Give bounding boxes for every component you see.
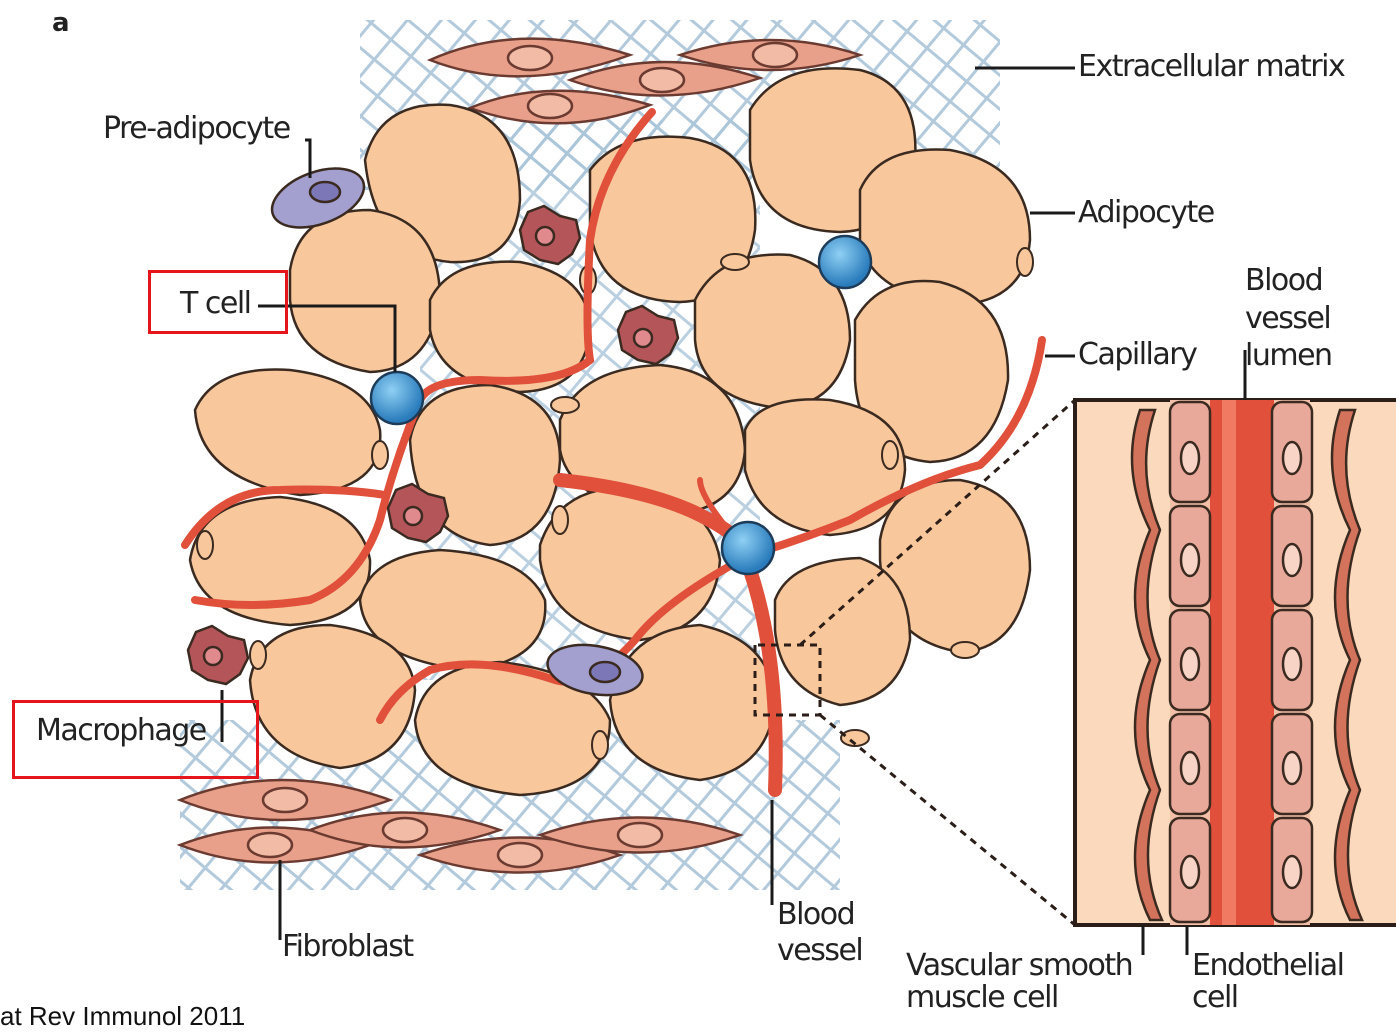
label-vascular-smooth-muscle-cell: Vascular smooth muscle cell xyxy=(906,950,1132,1013)
label-extracellular-matrix: Extracellular matrix xyxy=(1078,52,1344,82)
label-blood-vessel-lumen: Blood vessel lumen xyxy=(1245,262,1332,375)
highlight-box-macrophage xyxy=(12,700,259,779)
label-adipocyte: Adipocyte xyxy=(1078,198,1214,228)
panel-letter: a xyxy=(52,8,70,38)
label-endothelial-cell: Endothelial cell xyxy=(1192,950,1344,1013)
label-fibroblast: Fibroblast xyxy=(282,932,413,962)
vessel-inset xyxy=(1075,400,1396,925)
highlight-box-t-cell xyxy=(148,270,288,334)
label-blood-vessel: Blood vessel xyxy=(777,897,862,969)
label-capillary: Capillary xyxy=(1078,340,1196,370)
label-pre-adipocyte: Pre-adipocyte xyxy=(103,114,290,144)
